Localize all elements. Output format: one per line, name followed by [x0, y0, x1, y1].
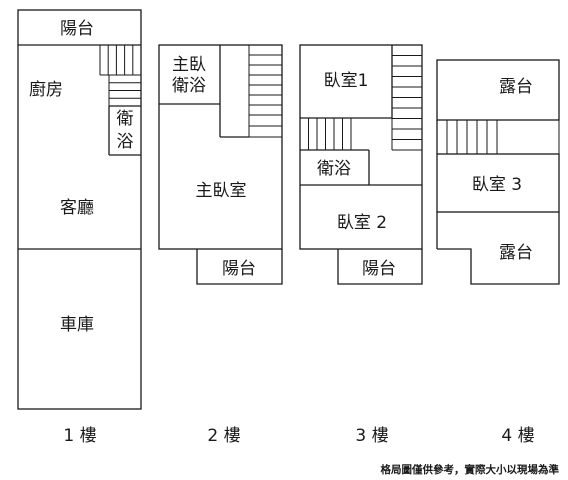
floor-3-balcony-label: 陽台: [362, 259, 396, 279]
floor-3-bedroom-2-label: 臥室 2: [337, 213, 387, 233]
floor-4-staircase: [436, 119, 560, 155]
floor-1-outline: [17, 9, 142, 410]
floor-2-staircase: [248, 44, 283, 138]
floor-1-plan: [17, 9, 142, 410]
floor-4-terrace-top-label: 露台: [499, 77, 533, 97]
floor-1-garage-label: 車庫: [60, 315, 94, 335]
floor-4-terrace-bottom-label: 露台: [499, 243, 533, 263]
floor-1-kitchen-label: 廚房: [29, 79, 63, 100]
floor-2-master-bath-label: 主臥衛浴: [172, 55, 206, 96]
floor-3-balcony-outline: [337, 249, 423, 285]
floor-1-number: 1 樓: [63, 426, 96, 446]
floor-3-plan: [299, 44, 423, 285]
floor-1-bathroom-label: 衛浴: [117, 109, 134, 152]
floor-4-bedroom-3-label: 臥室 3: [472, 175, 522, 195]
floor-2-plan: [158, 44, 283, 285]
floor-1-balcony-label: 陽台: [60, 19, 94, 39]
floor-3-staircase: [299, 44, 423, 151]
floor-4-plan: [436, 59, 560, 285]
floor-2-balcony-label: 陽台: [222, 259, 256, 279]
floor-4-number: 4 樓: [501, 426, 534, 446]
floor-3-bedroom-1-label: 臥室1: [324, 71, 369, 91]
floor-1-staircase: [99, 44, 142, 107]
floor-2-balcony-outline: [196, 249, 283, 285]
floor-2-number: 2 樓: [207, 426, 240, 446]
floor-4-terrace-top-outline: [436, 59, 560, 121]
disclaimer-note: 格局圖僅供參考，實際大小以現場為準: [381, 463, 560, 476]
floor-3-bathroom-label: 衛浴: [317, 159, 351, 179]
floor-1-living-room-label: 客廳: [60, 198, 94, 218]
floor-2-master-bedroom-label: 主臥室: [196, 181, 247, 201]
floor-3-number: 3 樓: [355, 426, 388, 446]
floor-4-terrace-bottom-outline: [437, 212, 560, 285]
